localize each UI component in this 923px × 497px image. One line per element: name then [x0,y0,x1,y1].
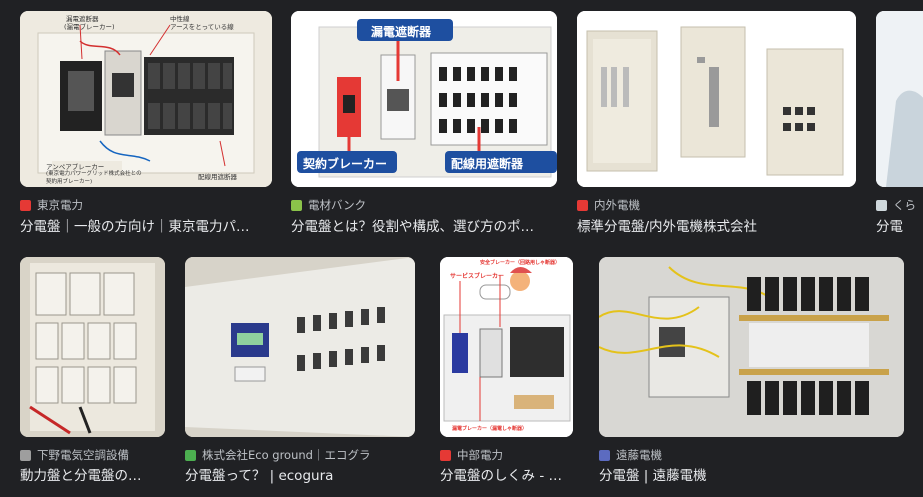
result-source[interactable]: 中部電力 [440,447,503,463]
thumbnail-label: アースをとっている線 [170,23,234,31]
result-thumbnail[interactable] [876,11,923,187]
image-result-7[interactable]: 安全ブレーカー（回路用しゃ断器） サービスブレーカー 漏電ブレーカー（漏電しゃ断… [440,257,573,485]
thumbnail-label: 中性線 [170,15,190,23]
panel-closeup-photo [185,257,415,437]
source-name: 株式会社Eco ground｜エコグラ [202,448,371,462]
favicon-icon [577,199,588,211]
favicon-icon [440,449,451,461]
thumbnail-label: 安全ブレーカー（回路用しゃ断器） [480,260,561,266]
thumbnail-label: 契約用ブレーカー) [46,179,93,185]
result-title[interactable]: 標準分電盤/内外電機株式会社 [577,219,758,235]
favicon-icon [291,199,302,211]
power-panel-photo [20,257,165,437]
source-name: くら [893,198,916,212]
source-name: 遠藤電機 [616,448,662,462]
result-title[interactable]: 分電 [876,219,903,235]
source-name: 下野電気空調設備 [37,448,129,462]
result-title[interactable]: 動力盤と分電盤の… [20,468,142,484]
source-name: 電材バンク [308,198,367,212]
result-source[interactable]: 下野電気空調設備 [20,447,129,463]
thumbnail-label: アンペアブレーカー [46,163,105,171]
thumbnail-label: 契約ブレーカー [303,157,388,171]
thumbnail-label: 配線用遮断器 [451,157,524,171]
result-thumbnail[interactable] [577,11,856,187]
result-title[interactable]: 分電盤って？ | ecogura [185,468,334,484]
result-source[interactable]: 東京電力 [20,197,83,213]
image-result-1[interactable]: 漏電遮断器 (漏電ブレーカー) 中性線 アースをとっている線 アンペアブレーカー… [20,11,272,236]
favicon-icon [20,449,31,461]
image-result-3[interactable]: 内外電機 標準分電盤/内外電機株式会社 [577,11,856,236]
image-result-5[interactable]: 下野電気空調設備 動力盤と分電盤の… [20,257,165,485]
thumbnail-label: (漏電ブレーカー) [64,23,115,31]
distribution-diagram [291,11,557,187]
result-title[interactable]: 分電盤のしくみ - … [440,468,562,484]
distribution-board-photo [20,11,272,187]
source-name: 中部電力 [457,448,503,462]
breaker-wiring-photo [599,257,904,437]
result-title[interactable]: 分電盤｜一般の方向け｜東京電力パ… [20,219,250,235]
partial-photo [876,11,923,187]
thumbnail-label: 配線用遮断器 [198,173,237,181]
result-thumbnail[interactable]: 安全ブレーカー（回路用しゃ断器） サービスブレーカー 漏電ブレーカー（漏電しゃ断… [440,257,573,437]
illustrated-diagram [440,257,573,437]
image-result-2[interactable]: 漏電遮断器 契約ブレーカー 配線用遮断器 電材バンク 分電盤とは？役割や構成、選… [291,11,557,236]
thumbnail-label: 漏電遮断器 [66,15,99,23]
thumbnail-label: 漏電遮断器 [371,25,432,39]
image-result-8[interactable]: 遠藤電機 分電盤 | 遠藤電機 [599,257,904,485]
favicon-icon [876,199,887,211]
result-source[interactable]: 遠藤電機 [599,447,662,463]
thumbnail-label: 漏電ブレーカー（漏電しゃ断器） [452,426,528,432]
result-thumbnail[interactable]: 漏電遮断器 契約ブレーカー 配線用遮断器 [291,11,557,187]
thumbnail-label: (東京電力パワーグリッド株式会社との [46,171,142,177]
result-title[interactable]: 分電盤とは？役割や構成、選び方のポ… [291,219,534,235]
image-result-6[interactable]: 株式会社Eco ground｜エコグラ 分電盤って？ | ecogura [185,257,415,485]
image-result-4[interactable]: くら 分電 [876,11,923,236]
result-source[interactable]: 電材バンク [291,197,366,213]
source-name: 内外電機 [594,198,640,212]
cabinet-photo [577,11,856,187]
result-title[interactable]: 分電盤 | 遠藤電機 [599,468,707,484]
result-source[interactable]: くら [876,197,916,213]
result-thumbnail[interactable]: 漏電遮断器 (漏電ブレーカー) 中性線 アースをとっている線 アンペアブレーカー… [20,11,272,187]
favicon-icon [185,449,196,461]
favicon-icon [599,449,610,461]
thumbnail-label: サービスブレーカー [450,273,505,280]
favicon-icon [20,199,31,211]
result-source[interactable]: 内外電機 [577,197,640,213]
result-thumbnail[interactable] [599,257,904,437]
result-thumbnail[interactable] [185,257,415,437]
result-source[interactable]: 株式会社Eco ground｜エコグラ [185,447,370,463]
source-name: 東京電力 [37,198,83,212]
result-thumbnail[interactable] [20,257,165,437]
